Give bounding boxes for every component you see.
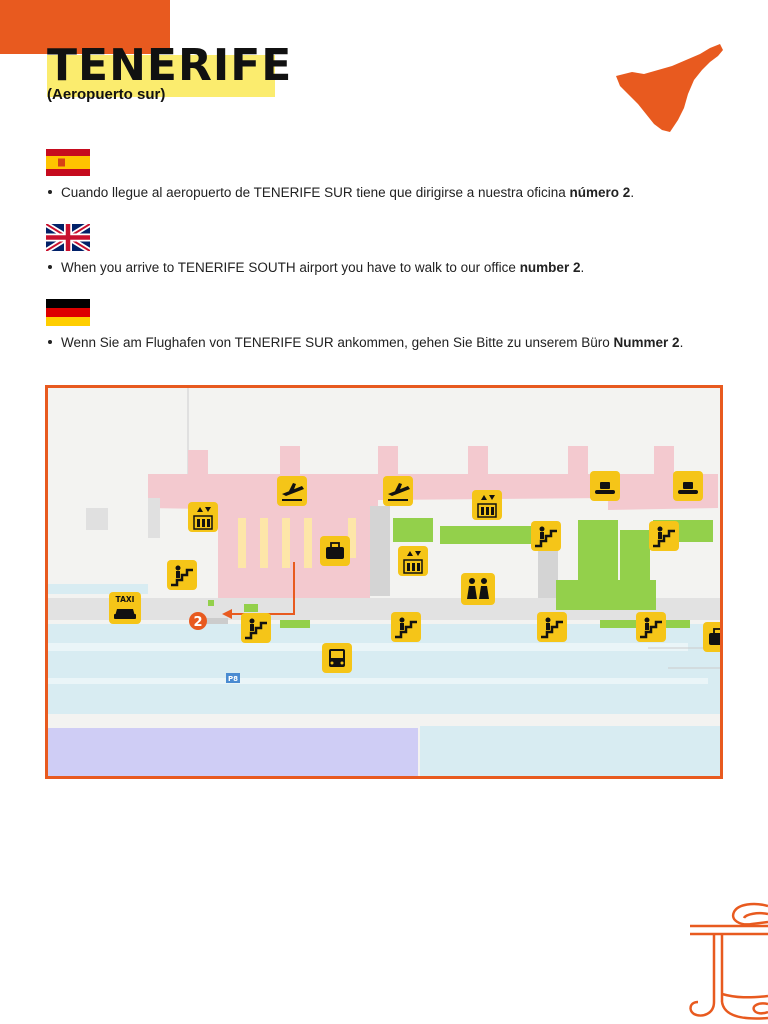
spain-flag-icon [46,149,90,176]
parking-label: P8 [228,675,238,683]
office-number-text: number 2 [519,260,581,275]
escalator-icon [167,560,197,590]
instruction-text: Wenn Sie am Flughafen von TENERIFE SUR a… [61,335,614,350]
office-number-text: Nummer 2 [613,335,680,350]
instruction-text: When you arrive to TENERIFE SOUTH airpor… [61,260,520,275]
elevator-icon [398,546,428,576]
bullet [48,264,52,269]
bullet [48,189,52,194]
office-marker [189,612,207,630]
english-instruction: When you arrive to TENERIFE SOUTH airpor… [48,260,584,275]
escalator-icon [241,613,271,643]
bus-icon [322,643,352,673]
page-subtitle: (Aeropuerto sur) [47,86,166,103]
instruction-end: . [679,335,684,350]
tenerife-island-icon [616,44,723,132]
taxi-label: TAXI [116,595,135,604]
meeting-point-icon [461,573,495,605]
baggage-icon [703,622,720,652]
germany-flag-icon [46,299,90,326]
baggage-claim-icon [673,471,703,501]
taxi-icon: TAXI [109,592,141,624]
uk-flag-icon [46,224,90,251]
baggage-icon [320,536,350,566]
elevator-icon [188,502,218,532]
escalator-icon [537,612,567,642]
escalator-icon [636,612,666,642]
instruction-end: . [580,260,585,275]
brand-logo-icon [689,902,768,1020]
escalator-icon [391,612,421,642]
baggage-claim-icon [590,471,620,501]
page-title: TENERIFE [47,40,293,91]
office-number-label: 2 [193,615,202,630]
escalator-icon [649,521,679,551]
title-highlight [47,55,275,97]
departures-icon [383,476,413,506]
office-number-text: número 2 [569,185,631,200]
departures-icon [277,476,307,506]
parking-sign [226,673,240,683]
airport-map: 2 P8 [45,385,723,779]
bullet [48,339,52,344]
instruction-text: Cuando llegue al aeropuerto de TENERIFE … [61,185,570,200]
elevator-icon [472,490,502,520]
escalator-icon [531,521,561,551]
instruction-end: . [630,185,635,200]
german-instruction: Wenn Sie am Flughafen von TENERIFE SUR a… [48,335,683,350]
spanish-instruction: Cuando llegue al aeropuerto de TENERIFE … [48,185,634,200]
corner-accent-block [0,0,170,54]
